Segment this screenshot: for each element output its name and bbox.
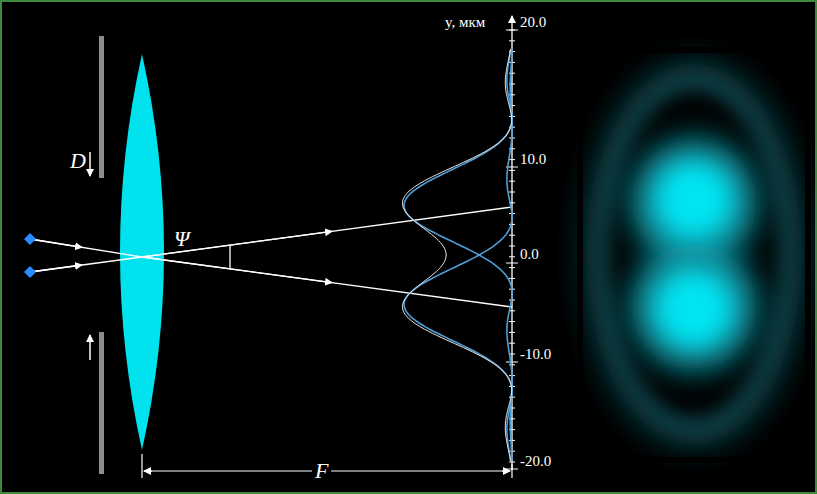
- axis-minor-tick: [509, 332, 515, 333]
- axis-tick: [506, 263, 518, 264]
- axis-title: y, мкм: [445, 15, 485, 30]
- axis-minor-tick: [509, 267, 515, 268]
- axis-minor-tick: [509, 170, 515, 171]
- axis-tick: [506, 469, 518, 470]
- ray-arrow: [142, 257, 332, 283]
- axis-tick: [506, 30, 518, 31]
- tick-label: -10.0: [520, 347, 551, 362]
- aperture-lower: [99, 332, 104, 474]
- axis-minor-tick: [509, 364, 515, 365]
- dimension-label: F: [312, 460, 331, 482]
- ray-arrow: [30, 239, 82, 247]
- axis-minor-tick: [509, 181, 515, 182]
- tick-label: 20.0: [520, 15, 546, 30]
- axis-minor-tick: [509, 30, 515, 31]
- axis-minor-tick: [509, 321, 515, 322]
- lens: [120, 54, 164, 450]
- axis-minor-tick: [509, 224, 515, 225]
- axis-minor-tick: [509, 462, 515, 463]
- angle-label: Ψ: [174, 228, 189, 250]
- ray: [30, 257, 142, 272]
- angle-marker: [229, 245, 230, 269]
- tick-label: -20.0: [520, 454, 551, 469]
- tick-label: 10.0: [520, 152, 546, 167]
- axis-minor-tick: [509, 235, 515, 236]
- axis-minor-tick: [509, 73, 515, 74]
- axis-minor-tick: [509, 192, 515, 193]
- axis-minor-tick: [509, 278, 515, 279]
- dimension-arrow: [89, 335, 91, 360]
- sum-curve: [402, 49, 511, 461]
- ray-arrow: [30, 265, 82, 272]
- ray: [142, 207, 512, 257]
- dimension-label: D: [70, 150, 86, 172]
- point-source: [24, 266, 36, 278]
- axis-tick: [506, 362, 518, 363]
- intensity-curves: [402, 49, 512, 461]
- diffraction-image: [580, 50, 808, 460]
- ray: [30, 239, 142, 257]
- dimension-tick: [141, 454, 142, 478]
- axis-minor-tick: [509, 40, 515, 41]
- ray: [142, 257, 512, 307]
- tick-label: 0.0: [520, 247, 539, 262]
- axis-minor-tick: [509, 246, 515, 247]
- intensity-curve: [404, 49, 512, 461]
- aperture-upper: [99, 36, 104, 178]
- axis-minor-tick: [509, 343, 515, 344]
- point-source: [24, 233, 36, 245]
- axis-minor-tick: [509, 440, 515, 441]
- axis-minor-tick: [509, 159, 515, 160]
- ray-arrow: [142, 231, 332, 257]
- dimension-arrow: [89, 152, 91, 176]
- intensity-curve: [404, 49, 512, 461]
- axis-minor-tick: [509, 256, 515, 257]
